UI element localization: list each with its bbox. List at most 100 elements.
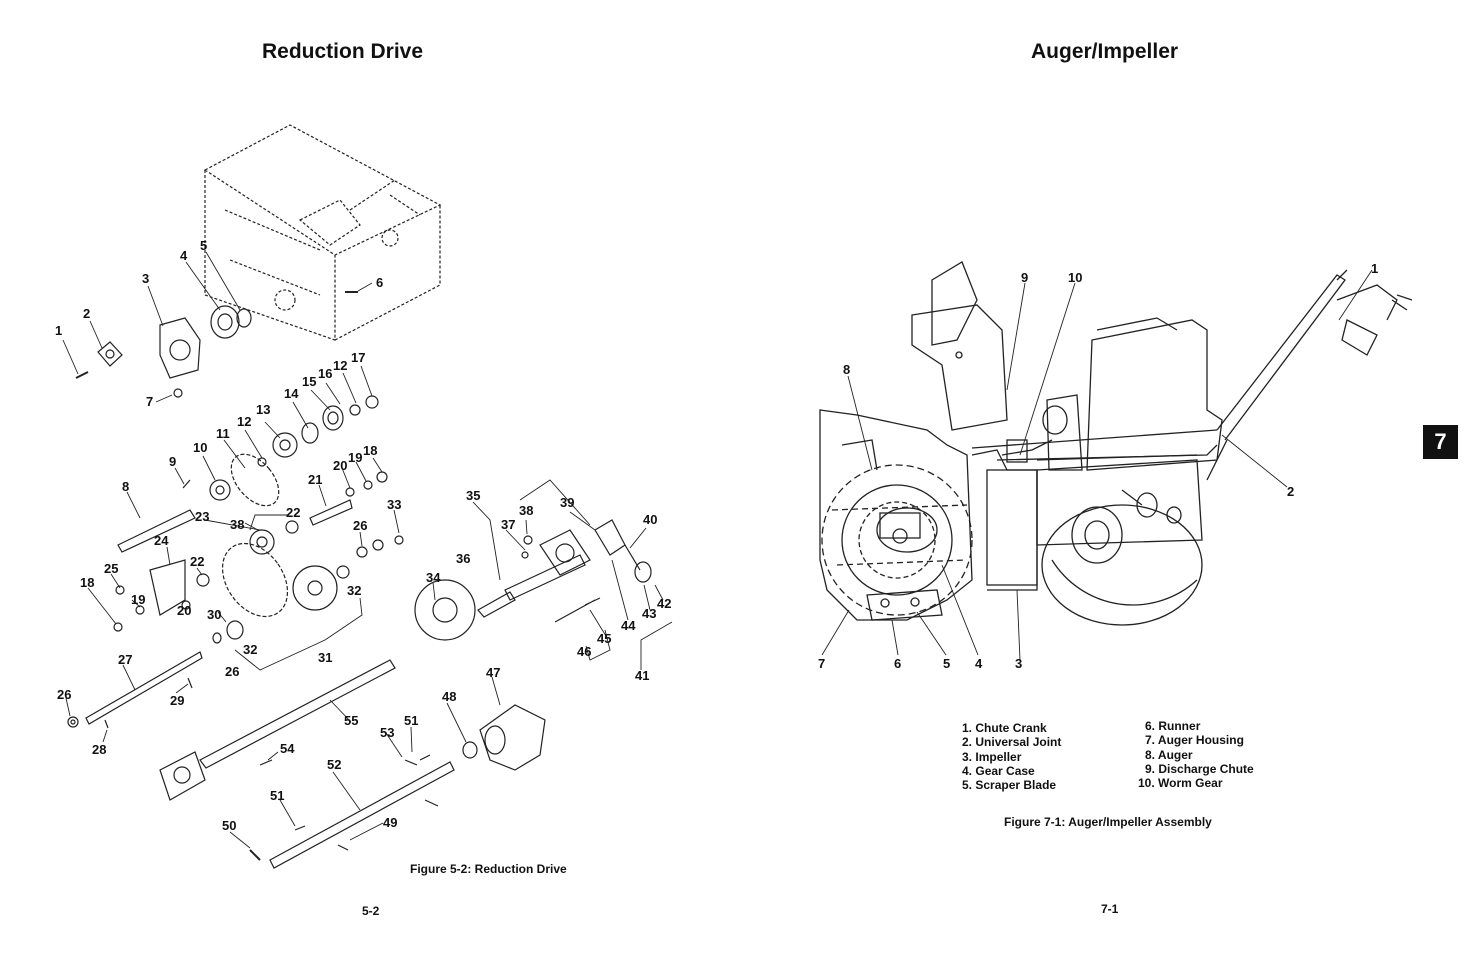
callout-number: 55 bbox=[344, 713, 358, 728]
callout-number: 20 bbox=[177, 603, 191, 618]
callout-number: 43 bbox=[642, 606, 656, 621]
callout-number: 32 bbox=[347, 583, 361, 598]
callout-number: 15 bbox=[302, 374, 316, 389]
callout-number: 27 bbox=[118, 652, 132, 667]
callout-number: 53 bbox=[380, 725, 394, 740]
callout-number: 5 bbox=[943, 656, 950, 671]
callout-number: 14 bbox=[284, 386, 299, 401]
callout-number: 31 bbox=[318, 650, 332, 665]
auger-impeller-diagram: 1 2 3 4 5 6 7 8 9 10 bbox=[818, 261, 1413, 671]
section-tab: 7 bbox=[1423, 425, 1458, 459]
callout-number: 2 bbox=[83, 306, 90, 321]
callout-number: 22 bbox=[190, 554, 204, 569]
reduction-drive-diagram: 1 2 3 4 5 6 7 8 9 10 11 12 12 13 14 15 1… bbox=[55, 124, 673, 869]
callout-number: 30 bbox=[207, 607, 221, 622]
callout-number: 5 bbox=[200, 238, 207, 253]
callout-number: 10 bbox=[193, 440, 207, 455]
callout-number: 3 bbox=[142, 271, 149, 286]
legend-item: 5. Scraper Blade bbox=[962, 778, 1057, 793]
legend-item: 8. Auger bbox=[1145, 747, 1193, 762]
callout-number: 35 bbox=[466, 488, 480, 503]
callout-number: 7 bbox=[818, 656, 825, 671]
callout-number: 6 bbox=[894, 656, 901, 671]
callout-number: 26 bbox=[225, 664, 239, 679]
callout-number: 2 bbox=[1287, 484, 1294, 499]
callout-number: 36 bbox=[456, 551, 470, 566]
callout-labels: 1 2 3 4 5 6 7 8 9 10 11 12 12 13 14 15 1… bbox=[55, 238, 671, 833]
callout-number: 19 bbox=[348, 450, 362, 465]
legend-item: 4. Gear Case bbox=[962, 763, 1035, 778]
callout-number: 46 bbox=[577, 644, 591, 659]
page-number: 7-1 bbox=[1101, 902, 1119, 916]
callout-number: 28 bbox=[92, 742, 106, 757]
callout-number: 37 bbox=[501, 517, 515, 532]
parts bbox=[67, 291, 652, 869]
callout-number: 1 bbox=[1371, 261, 1378, 276]
callout-number: 42 bbox=[657, 596, 671, 611]
callout-number: 45 bbox=[597, 631, 611, 646]
callout-number: 51 bbox=[404, 713, 418, 728]
legend-item: 9. Discharge Chute bbox=[1145, 761, 1254, 776]
legend-item: 10. Worm Gear bbox=[1138, 776, 1223, 791]
page-title: Reduction Drive bbox=[262, 40, 424, 63]
callout-number: 23 bbox=[195, 509, 209, 524]
callout-number: 8 bbox=[122, 479, 129, 494]
callout-number: 4 bbox=[180, 248, 188, 263]
callout-number: 40 bbox=[643, 512, 657, 527]
callout-number: 7 bbox=[146, 394, 153, 409]
callout-number: 41 bbox=[635, 668, 649, 683]
callout-number: 18 bbox=[363, 443, 377, 458]
callout-number: 25 bbox=[104, 561, 118, 576]
callout-number: 21 bbox=[308, 472, 322, 487]
callout-number: 49 bbox=[383, 815, 397, 830]
callout-number: 12 bbox=[333, 358, 347, 373]
callout-number: 3 bbox=[1015, 656, 1022, 671]
leader-lines bbox=[62, 251, 673, 849]
machine-drawing bbox=[819, 261, 1413, 626]
callout-number: 18 bbox=[80, 575, 94, 590]
callout-number: 17 bbox=[351, 350, 365, 365]
frame-housing bbox=[203, 124, 442, 341]
parts-legend-col-2: 6. Runner 7. Auger Housing 8. Auger 9. D… bbox=[1138, 719, 1254, 790]
callout-number: 6 bbox=[376, 275, 383, 290]
callout-number: 4 bbox=[975, 656, 983, 671]
callout-number: 26 bbox=[353, 518, 367, 533]
callout-number: 11 bbox=[216, 426, 230, 441]
legend-item: 2. Universal Joint bbox=[962, 735, 1062, 750]
legend-item: 1. Chute Crank bbox=[962, 721, 1047, 735]
callout-number: 39 bbox=[560, 495, 574, 510]
callout-number: 19 bbox=[131, 592, 145, 607]
page-left: Reduction Drive bbox=[0, 0, 737, 954]
figure-caption: Figure 5-2: Reduction Drive bbox=[410, 862, 567, 876]
callout-number: 38 bbox=[230, 517, 244, 532]
callout-number: 52 bbox=[327, 757, 341, 772]
callout-number: 51 bbox=[270, 788, 284, 803]
callout-number: 24 bbox=[154, 533, 169, 548]
callout-number: 29 bbox=[170, 693, 184, 708]
callout-number: 33 bbox=[387, 497, 401, 512]
callout-number: 47 bbox=[486, 665, 500, 680]
callout-number: 22 bbox=[286, 505, 300, 520]
callout-number: 48 bbox=[442, 689, 456, 704]
callout-number: 20 bbox=[333, 458, 347, 473]
callout-number: 9 bbox=[1021, 270, 1028, 285]
callout-number: 54 bbox=[280, 741, 295, 756]
page-title: Auger/Impeller bbox=[1031, 40, 1179, 63]
callout-number: 9 bbox=[169, 454, 176, 469]
legend-item: 3. Impeller bbox=[962, 749, 1022, 764]
page-number: 5-2 bbox=[362, 904, 380, 918]
legend-item: 7. Auger Housing bbox=[1145, 733, 1244, 748]
callout-number: 38 bbox=[519, 503, 533, 518]
legend-item: 6. Runner bbox=[1145, 719, 1201, 733]
leader-lines bbox=[821, 269, 1373, 661]
callout-number: 10 bbox=[1068, 270, 1082, 285]
callout-number: 12 bbox=[237, 414, 251, 429]
callout-labels: 1 2 3 4 5 6 7 8 9 10 bbox=[818, 261, 1378, 671]
page-right: Auger/Impeller bbox=[737, 0, 1475, 954]
callout-number: 16 bbox=[318, 366, 332, 381]
callout-number: 13 bbox=[256, 402, 270, 417]
figure-caption: Figure 7-1: Auger/Impeller Assembly bbox=[1004, 815, 1212, 829]
callout-number: 44 bbox=[621, 618, 636, 633]
callout-number: 26 bbox=[57, 687, 71, 702]
callout-number: 1 bbox=[55, 323, 62, 338]
